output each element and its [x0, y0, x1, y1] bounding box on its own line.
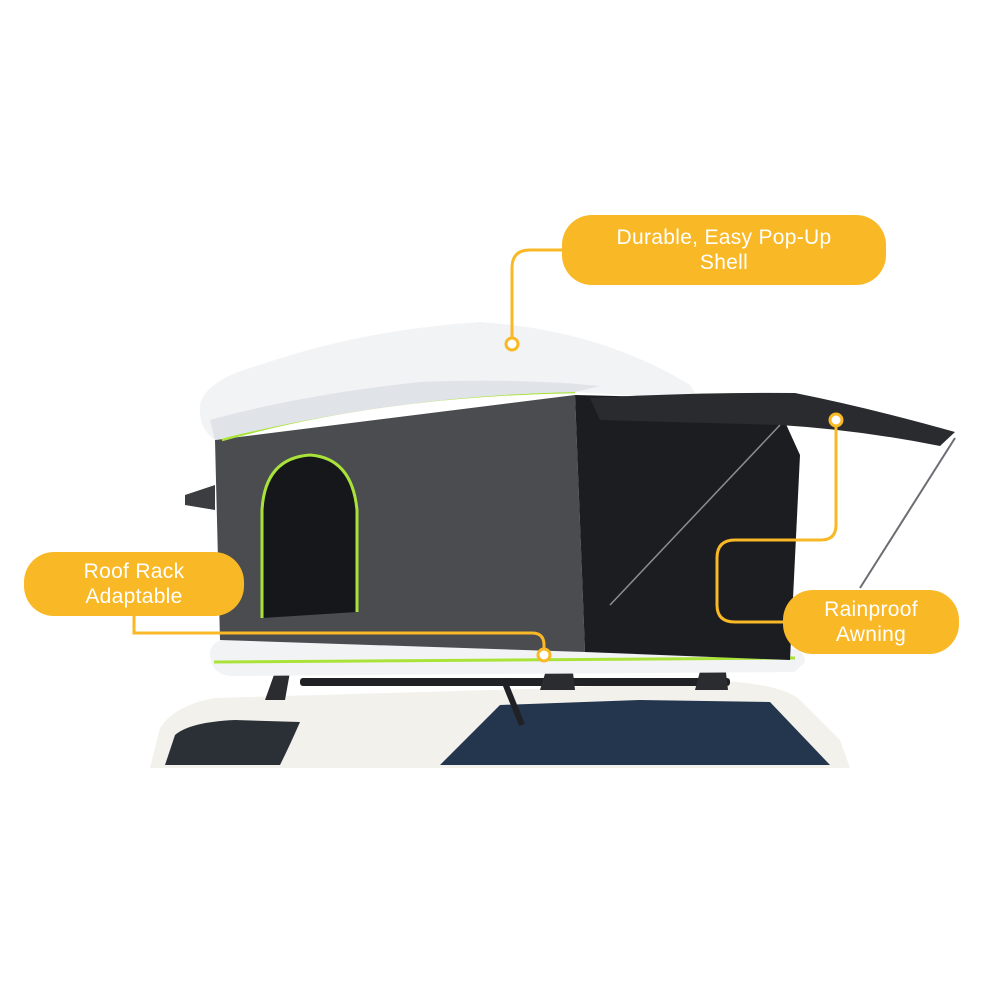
callout-dots: [504, 336, 844, 663]
tent-window: [262, 455, 357, 618]
shell-dot: [504, 336, 520, 352]
tent-awning: [590, 392, 955, 446]
callout-shell-line1: Durable, Easy Pop-Up: [616, 226, 832, 249]
tent: [185, 322, 956, 676]
rack-leader-line: [132, 616, 546, 655]
tent-base-trim: [213, 656, 796, 664]
rack-dot: [536, 647, 552, 663]
shell-leader-line: [510, 248, 562, 344]
tent-fabric-rear: [185, 485, 215, 510]
tent-fabric-side: [575, 395, 800, 660]
callout-rainproof-awning: Rainproof Awning: [783, 590, 959, 654]
car-side-windows: [440, 700, 830, 765]
callout-leaders: [132, 248, 838, 655]
awning-leader-line: [715, 420, 838, 624]
awning-dot: [828, 412, 844, 428]
tent-window-trim: [260, 453, 359, 618]
rack-mount-left: [265, 672, 290, 700]
callout-shell-line2: Shell: [699, 251, 749, 274]
car-rear-window: [165, 720, 300, 765]
tent-hard-shell-shade: [210, 380, 600, 440]
callout-rack-line1: Roof Rack: [83, 560, 185, 583]
callout-awning-line2: Awning: [835, 623, 907, 646]
rack-strap: [502, 681, 525, 727]
callout-awning-line1: Rainproof: [824, 598, 918, 621]
awning-pole: [859, 437, 956, 589]
callout-durable-shell: Durable, Easy Pop-Up Shell: [562, 215, 886, 285]
car: [150, 664, 850, 768]
awning-guy-line: [609, 424, 781, 606]
callout-roof-rack: Roof Rack Adaptable: [24, 552, 244, 616]
car-roof-rail: [300, 678, 730, 686]
callout-rack-line2: Adaptable: [85, 585, 183, 608]
